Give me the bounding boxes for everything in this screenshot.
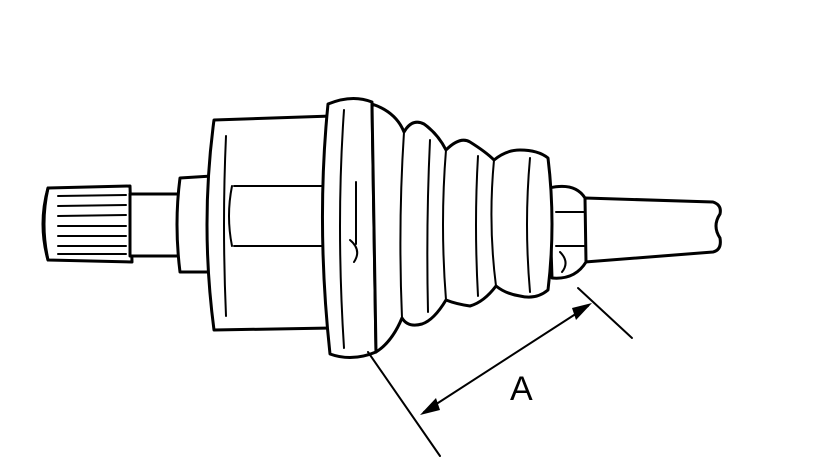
axle-shaft xyxy=(583,196,722,264)
boot-large-end xyxy=(320,97,378,359)
joint-housing xyxy=(205,114,334,332)
splined-stub-shaft xyxy=(41,184,184,264)
extension-line-left xyxy=(367,351,441,457)
extension-line-right xyxy=(577,287,633,339)
dimension-a: A xyxy=(367,287,633,457)
dimension-line xyxy=(423,305,589,413)
boot-band-clamp xyxy=(547,184,588,280)
dimension-label: A xyxy=(510,370,533,408)
joint-collar xyxy=(175,174,214,274)
arrowhead-left xyxy=(420,398,440,415)
cv-boot-bellows xyxy=(370,102,554,354)
arrowhead-right xyxy=(572,303,592,320)
